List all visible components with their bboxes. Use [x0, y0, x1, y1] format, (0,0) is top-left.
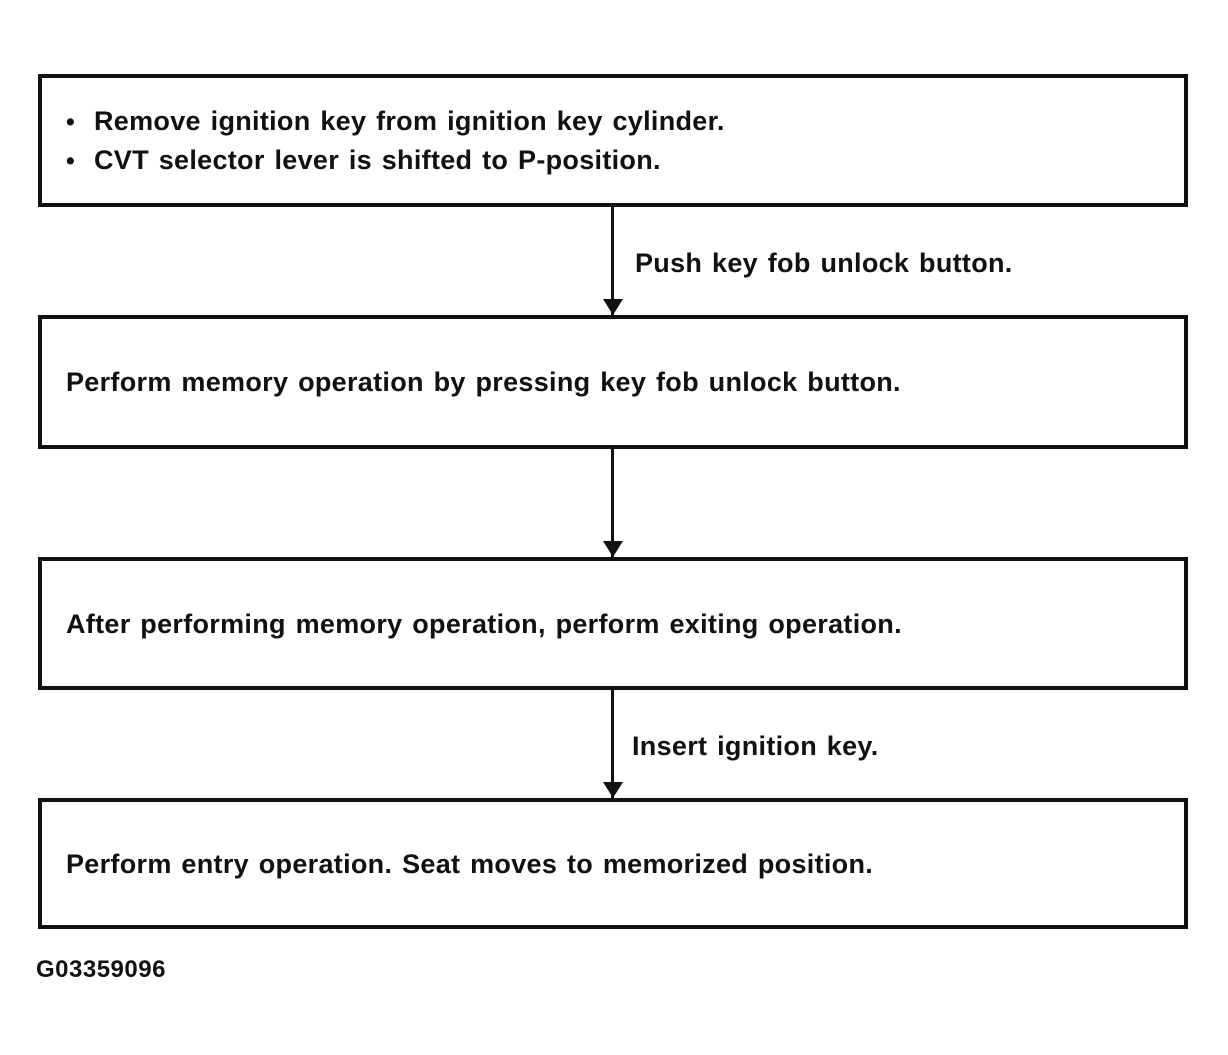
entry-operation-text: Perform entry operation. Seat moves to m…: [66, 848, 874, 879]
arrow-down-icon: [602, 782, 623, 798]
bullet-line: • CVT selector lever is shifted to P-pos…: [66, 141, 725, 180]
flow-step-memory-operation: Perform memory operation by pressing key…: [38, 315, 1188, 449]
connector-label-3: Insert ignition key.: [632, 731, 879, 761]
exiting-operation-text: After performing memory operation, perfo…: [66, 608, 902, 639]
precondition-text-2: CVT selector lever is shifted to P-posit…: [94, 144, 661, 175]
connector-arrow-2: [602, 449, 623, 557]
bullet-icon: •: [66, 146, 76, 175]
precondition-bullet-list: • Remove ignition key from ignition key …: [42, 102, 725, 180]
precondition-text-1: Remove ignition key from ignition key cy…: [94, 105, 725, 136]
connector-arrow-3: [602, 690, 623, 798]
memory-operation-text: Perform memory operation by pressing key…: [66, 367, 901, 397]
arrow-down-icon: [602, 541, 623, 557]
flow-step-entry-operation: Perform entry operation. Seat moves to m…: [38, 798, 1188, 929]
arrow-down-icon: [602, 299, 623, 315]
bullet-icon: •: [66, 107, 76, 136]
figure-id: G03359096: [36, 956, 166, 983]
flow-step-preconditions: • Remove ignition key from ignition key …: [38, 74, 1188, 207]
flow-step-exiting-operation: After performing memory operation, perfo…: [38, 557, 1188, 690]
bullet-line: • Remove ignition key from ignition key …: [66, 102, 725, 141]
connector-label-1: Push key fob unlock button.: [635, 248, 1013, 278]
connector-arrow-1: [602, 207, 623, 315]
